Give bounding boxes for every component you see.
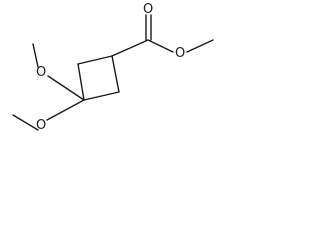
skeletal-structure: O O O O — [12, 2, 214, 133]
bond-ring-to-methoxy-upper — [47, 75, 85, 101]
ring-bond-top — [77, 55, 113, 65]
structure-canvas: O O O O — [0, 0, 220, 141]
bond-carbonyl-to-ester-o — [147, 39, 174, 53]
bond-methoxy-upper-o-to-methyl — [32, 43, 39, 68]
bond-ring-to-carbonyl — [111, 39, 149, 57]
methoxy-oxygen-lower-label: O — [36, 118, 46, 133]
ring-bond-right — [111, 55, 120, 93]
methoxy-oxygen-upper-label: O — [36, 65, 46, 80]
carbonyl-oxygen-label: O — [143, 2, 153, 17]
ring-bond-bottom — [83, 91, 120, 101]
ring-bond-left — [77, 63, 85, 101]
ester-oxygen-label: O — [175, 46, 185, 61]
bond-methoxy-lower-o-to-methyl — [12, 114, 39, 131]
bond-ester-o-to-methyl — [186, 39, 214, 53]
bond-ring-to-methoxy-lower — [46, 99, 85, 121]
